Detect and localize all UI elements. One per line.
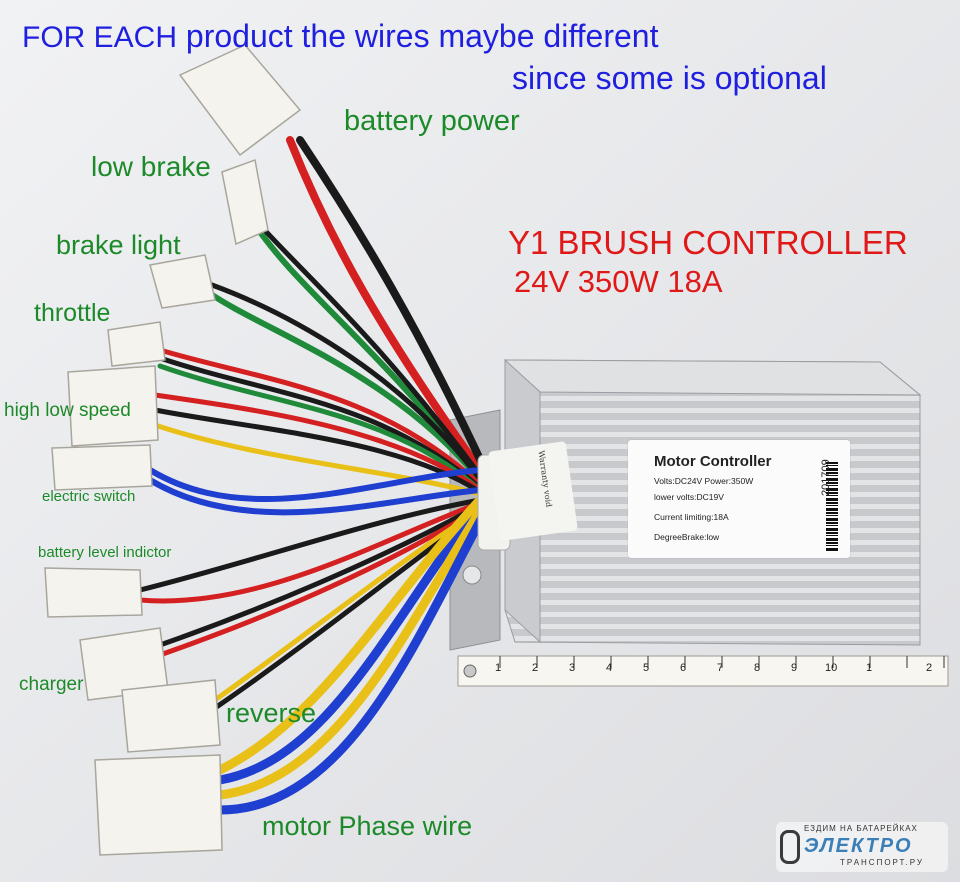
connectors — [44, 44, 302, 856]
label-charger: charger — [19, 674, 84, 695]
connector-throttle — [107, 321, 166, 367]
label-reverse: reverse — [226, 698, 317, 728]
bracket-hole — [462, 565, 482, 585]
header-line-2: since some is optional — [512, 60, 827, 96]
connector-high-low-speed — [67, 365, 159, 447]
label-low-brake: low brake — [91, 151, 211, 182]
ruler-number: 10 — [825, 662, 838, 674]
label-throttle: throttle — [34, 299, 111, 327]
label-battery-level: battery level indictor — [38, 544, 172, 561]
header-line-1b: product the wires maybe different — [177, 18, 659, 54]
barcode — [826, 462, 838, 552]
controller-sticker: Motor Controller Volts:DC24V Power:350W … — [628, 440, 850, 558]
watermark-logo: ЕЗДИМ НА БАТАРЕЙКАХ ЭЛЕКТРО ТРАНСПОРТ.РУ — [776, 822, 948, 872]
watermark-top: ЕЗДИМ НА БАТАРЕЙКАХ — [804, 824, 918, 833]
warranty-text: Warranty void — [536, 449, 554, 508]
connector-battery-power — [178, 44, 302, 157]
ruler-number: 8 — [754, 662, 761, 674]
ruler-number: 1 — [866, 662, 873, 674]
ruler — [457, 655, 949, 687]
sticker-lower-volts: lower volts:DC19V — [654, 492, 724, 502]
ruler-number: 6 — [680, 662, 687, 674]
sticker-date-code: 201709 — [820, 459, 832, 496]
controller-spec: 24V 350W 18A — [514, 264, 723, 299]
watermark-main: ЭЛЕКТРО — [804, 835, 913, 857]
warranty-label: Warranty void — [488, 441, 578, 541]
wire-harness — [137, 136, 490, 815]
label-battery-power: battery power — [344, 105, 520, 137]
label-motor-phase: motor Phase wire — [262, 811, 473, 841]
ruler-number: 3 — [569, 662, 576, 674]
sticker-current: Current limiting:18A — [654, 512, 729, 522]
ruler-number: 2 — [926, 662, 933, 674]
ruler-number: 5 — [643, 662, 650, 674]
label-high-low-speed: high low speed — [4, 400, 131, 421]
header-line-1a: FOR EACH — [22, 21, 178, 54]
controller-title: Y1 BRUSH CONTROLLER — [508, 224, 908, 261]
ruler-number: 1 — [495, 662, 502, 674]
ruler-number: 9 — [791, 662, 798, 674]
connector-brake-light — [149, 254, 216, 309]
sticker-volts: Volts:DC24V Power:350W — [654, 476, 754, 486]
ruler-number: 2 — [532, 662, 539, 674]
ruler-number: 7 — [717, 662, 724, 674]
wheel-icon — [780, 830, 800, 864]
header-line-1: FOR EACH product the wires maybe differe… — [22, 20, 658, 53]
connector-electric-switch — [51, 444, 153, 491]
ruler-number: 4 — [606, 662, 613, 674]
connector-low-brake — [221, 158, 269, 246]
connector-motor-phase — [94, 754, 223, 856]
sticker-title: Motor Controller — [654, 453, 772, 470]
label-electric-switch: electric switch — [42, 488, 136, 505]
connector-reverse — [121, 679, 221, 753]
label-brake-light: brake light — [56, 230, 181, 260]
watermark-bottom: ТРАНСПОРТ.РУ — [840, 858, 924, 867]
sticker-degree-brake: DegreeBrake:low — [654, 532, 720, 542]
connector-battery-level — [44, 567, 143, 618]
